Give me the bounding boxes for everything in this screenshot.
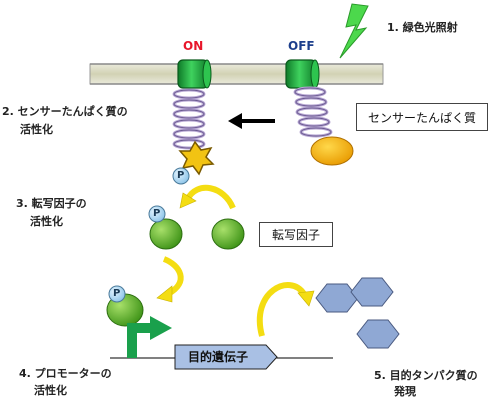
inactive-kinase-domain <box>310 136 354 166</box>
step1-label: 1. 緑色光照射 <box>387 21 458 34</box>
phosphate-label-1: P <box>177 170 185 181</box>
step4-label-line1: 4. プロモーターの <box>19 367 112 380</box>
step2-label-line2: 活性化 <box>20 123 53 136</box>
transcription-factor-active <box>149 218 183 250</box>
phosphate-group-1 <box>172 167 190 185</box>
state-on-label: ON <box>183 39 204 53</box>
receptor-on <box>177 59 212 89</box>
step5-label-line1: 5. 目的タンパク質の <box>374 369 478 382</box>
phosphate-group-3 <box>108 285 126 303</box>
right-angle-arrow-icon <box>127 316 172 358</box>
transfer-arrow-1 <box>184 184 236 210</box>
phosphate-label-3: P <box>113 288 121 299</box>
transcription-factor-box: 転写因子 <box>259 222 333 247</box>
sensor-coil-on <box>172 88 206 150</box>
active-kinase-star <box>178 140 215 176</box>
left-arrow-icon <box>228 113 275 129</box>
step5-label-line2: 発現 <box>394 385 416 398</box>
state-off-label: OFF <box>288 39 315 53</box>
transfer-arrow-2 <box>162 256 184 297</box>
cell-membrane <box>89 63 384 85</box>
expression-arrow <box>256 282 307 337</box>
phosphate-label-2: P <box>153 208 161 219</box>
step3-label-line1: 3. 転写因子の <box>16 197 87 210</box>
step2-label-line1: 2. センサーたんぱく質の <box>2 105 128 118</box>
target-gene-label: 目的遺伝子 <box>188 350 249 364</box>
lightning-bolt-icon <box>339 3 369 59</box>
receptor-off <box>285 59 320 89</box>
target-gene-shape <box>174 344 278 370</box>
sensor-protein-box: センサーたんぱく質 <box>356 103 488 131</box>
transcription-factor-inactive <box>211 218 245 250</box>
target-protein-hexagons <box>315 277 400 349</box>
step4-label-line2: 活性化 <box>34 384 67 397</box>
phosphate-group-2 <box>148 205 166 223</box>
step3-label-line2: 活性化 <box>30 215 63 228</box>
